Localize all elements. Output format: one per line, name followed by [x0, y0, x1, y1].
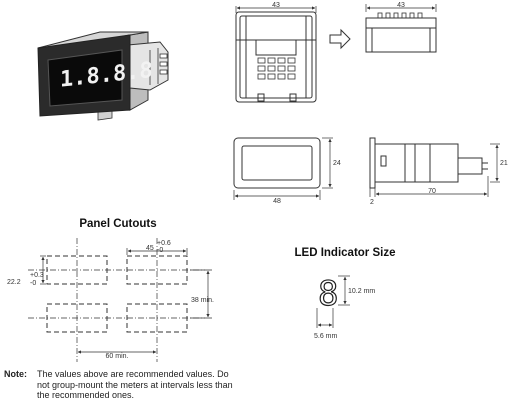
led-indicator-size-title: LED Indicator Size — [295, 247, 396, 259]
bezel-depth-label: 2 — [370, 199, 374, 206]
cutout-height-tol-minus: -0 — [30, 280, 36, 287]
note-label: Note: — [4, 369, 27, 379]
side-height-label: 21 — [500, 160, 508, 167]
top-width-after-label: 43 — [397, 2, 405, 9]
top-view-drawing — [235, 11, 317, 103]
side-length-label: 70 — [428, 188, 436, 195]
body-width-label: 48 — [273, 198, 281, 205]
led-digit: 8 — [318, 274, 338, 314]
vertical-pitch-label: 38 min. — [191, 297, 214, 304]
led-width-label: 5.6 mm — [314, 333, 338, 340]
note: Note: The values above are recommended v… — [4, 369, 244, 400]
transition-arrow-icon — [329, 28, 351, 50]
cutout-height-tol-plus: +0.3 — [30, 272, 44, 279]
led-indicator-drawing: 8 — [316, 273, 350, 328]
top-view-after-drawing — [365, 12, 437, 53]
meter-product-illustration: 1.8.8.8 — [37, 31, 169, 121]
cutout-width-tol-plus: +0.6 — [157, 240, 171, 247]
side-view-drawing — [369, 137, 488, 189]
cutout-width-label: 45 — [146, 245, 154, 252]
top-width-label: 43 — [272, 2, 280, 9]
body-height-label: 24 — [333, 160, 341, 167]
cutout-height-label: 22.2 — [7, 279, 21, 286]
panel-cutouts-title: Panel Cutouts — [79, 218, 156, 230]
led-height-label: 10.2 mm — [348, 288, 375, 295]
horizontal-pitch-label: 60 min. — [106, 353, 129, 360]
panel-cutouts-drawing — [28, 238, 212, 362]
front-view-drawing — [233, 137, 321, 189]
cutout-width-tol-minus: -0 — [157, 247, 163, 254]
note-body: The values above are recommended values.… — [37, 369, 233, 401]
